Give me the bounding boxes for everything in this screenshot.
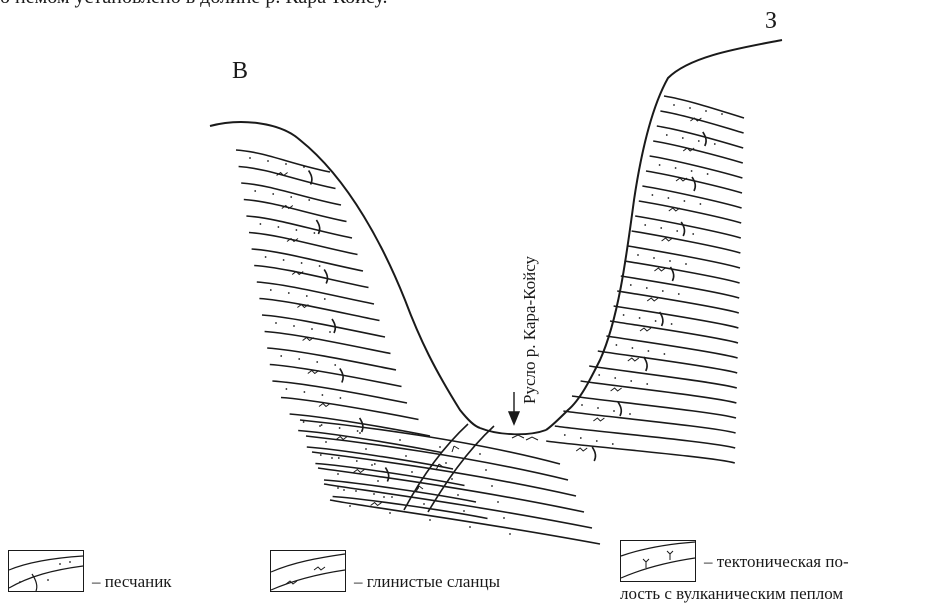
volcanic-ash-pattern-icon	[620, 540, 696, 582]
legend-volcanic-ash-label-line1: – тектоническая по-	[704, 552, 849, 572]
sandstone-pattern-icon	[8, 550, 84, 592]
sandstone-dots	[249, 104, 723, 535]
legend-volcanic-ash-label-line2: лость с вулканическим пеплом	[620, 584, 843, 604]
legend-clay-shale-label: – глинистые сланцы	[354, 572, 500, 592]
legend-sandstone-label: – песчаник	[92, 572, 172, 592]
river-bed-water-mark	[512, 435, 538, 440]
river-bed-label: Русло р. Кара-Койсу	[520, 256, 540, 404]
bedding-lines	[236, 96, 744, 544]
right-valley-slope	[546, 40, 782, 430]
river-arrow	[509, 392, 519, 424]
clay-shale-pattern-icon	[270, 550, 346, 592]
